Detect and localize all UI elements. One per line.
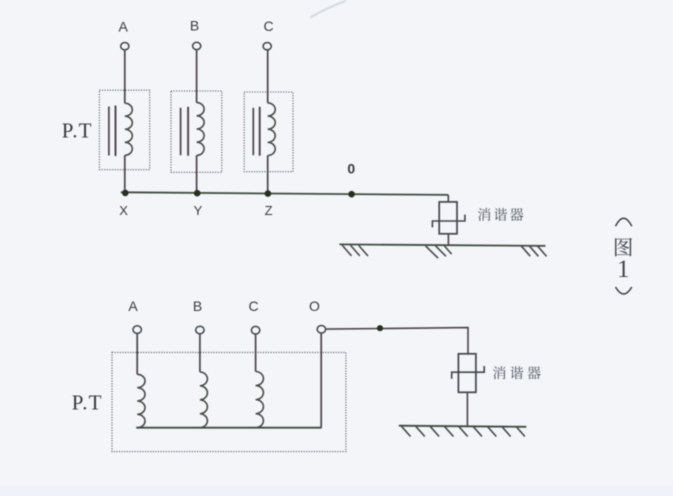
svg-text:X: X <box>119 203 128 218</box>
svg-text:B: B <box>193 298 202 314</box>
svg-text:A: A <box>128 298 138 314</box>
svg-text:Y: Y <box>194 203 203 218</box>
svg-text:C: C <box>248 298 258 314</box>
svg-text:O: O <box>309 298 320 314</box>
svg-text:P.T: P.T <box>62 119 93 143</box>
svg-text:0: 0 <box>347 161 355 177</box>
svg-text:C: C <box>263 18 273 34</box>
svg-text:A: A <box>119 18 129 34</box>
svg-text:P.T: P.T <box>72 391 103 415</box>
svg-text:1: 1 <box>617 256 630 283</box>
svg-text:B: B <box>190 18 199 34</box>
svg-text:Z: Z <box>265 203 273 218</box>
